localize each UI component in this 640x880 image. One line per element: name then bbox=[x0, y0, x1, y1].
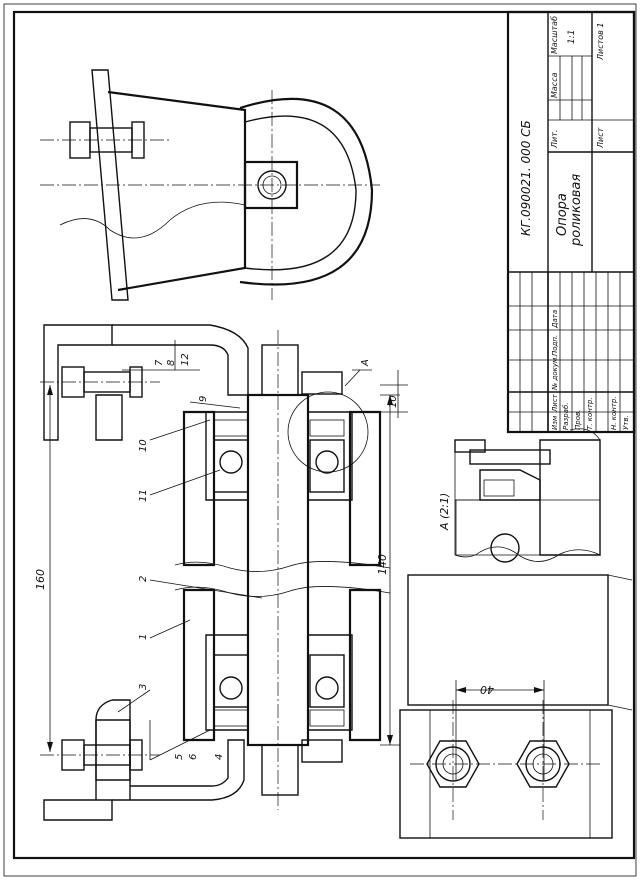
balloon-leaders bbox=[117, 340, 263, 761]
dim-160: 160 bbox=[34, 569, 47, 590]
part-name-line2: роликовая bbox=[569, 174, 584, 247]
rev-col-date: Дата bbox=[551, 310, 559, 329]
part-name-line1: Опора bbox=[555, 193, 570, 236]
rev-col-doc: № докум. bbox=[551, 355, 559, 391]
balloon-10: 10 bbox=[138, 439, 149, 452]
role-prov: Пров. bbox=[574, 410, 582, 430]
main-section-view bbox=[40, 324, 391, 821]
balloon-12: 12 bbox=[180, 353, 191, 366]
balloon-7: 7 bbox=[154, 359, 165, 366]
title-block bbox=[506, 10, 636, 434]
outer-border bbox=[3, 3, 637, 877]
detail-label-a: A (2:1) bbox=[438, 493, 451, 531]
balloon-11: 11 bbox=[138, 489, 149, 502]
section-mark-a: A bbox=[360, 359, 371, 367]
balloon-5: 5 bbox=[174, 754, 185, 760]
sheet-label: Лист bbox=[596, 127, 605, 149]
balloon-6: 6 bbox=[188, 754, 199, 760]
sheets-label: Листов 1 bbox=[596, 22, 605, 61]
col-mass-label: Масса bbox=[550, 72, 559, 98]
top-view bbox=[40, 69, 380, 301]
role-utv: Утв. bbox=[622, 415, 630, 430]
designation-text: КГ.090021. 000 СБ bbox=[519, 120, 533, 236]
role-tkontr: Т. контр. bbox=[586, 397, 594, 430]
col-scale-label: Масштаб bbox=[550, 16, 559, 54]
col-lit-label: Лит. bbox=[550, 130, 559, 149]
fastener-view bbox=[399, 574, 633, 839]
balloon-1: 1 bbox=[138, 634, 149, 640]
scale-value: 1:1 bbox=[567, 30, 577, 44]
balloon-3: 3 bbox=[138, 684, 149, 690]
dim-10: 10 bbox=[388, 395, 399, 408]
dim-140: 140 bbox=[376, 554, 389, 575]
rev-col-list: Лист bbox=[551, 393, 559, 413]
balloon-2: 2 bbox=[138, 576, 149, 582]
balloon-8: 8 bbox=[166, 360, 177, 366]
balloon-9: 9 bbox=[198, 396, 209, 402]
role-nkontr: Н. контр. bbox=[610, 396, 618, 430]
dim-40: 40 bbox=[480, 683, 494, 696]
rev-col-sign: Подп. bbox=[551, 335, 559, 356]
rev-col-izm: Изм bbox=[551, 415, 559, 430]
drawing-frame bbox=[12, 10, 636, 860]
role-razrab: Разраб. bbox=[562, 402, 570, 430]
dimension-lines bbox=[47, 370, 545, 780]
balloon-4: 4 bbox=[214, 754, 225, 760]
detail-view-a bbox=[454, 428, 601, 563]
